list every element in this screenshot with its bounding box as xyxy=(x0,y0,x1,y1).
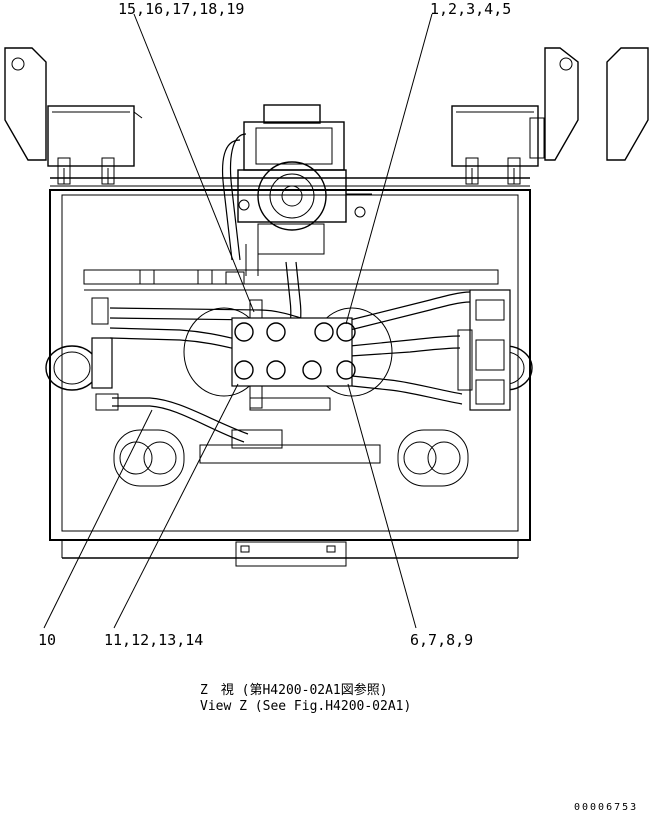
callout-6-9: 6,7,8,9 xyxy=(410,631,473,649)
callout-11-14: 11,12,13,14 xyxy=(104,631,203,649)
main-frame xyxy=(49,177,531,567)
caption-japanese: Z 視 (第H4200-02A1図参照) xyxy=(200,682,388,698)
left-mounting-bracket xyxy=(4,47,47,161)
cross-rails xyxy=(83,269,499,464)
left-housing-box xyxy=(47,105,143,185)
caption-english: View Z (See Fig.H4200-02A1) xyxy=(200,699,411,714)
bottom-right-coil xyxy=(397,429,469,487)
callout-10: 10 xyxy=(38,631,56,649)
central-manifold xyxy=(183,299,393,409)
right-valve-block xyxy=(457,289,533,411)
right-housing-box xyxy=(451,105,545,185)
leader-lines xyxy=(43,13,433,629)
callout-15-19: 15,16,17,18,19 xyxy=(118,0,244,18)
callout-1-5: 1,2,3,4,5 xyxy=(430,0,511,18)
drawing-number: 00006753 xyxy=(574,802,638,813)
right-mounting-bracket xyxy=(544,47,649,161)
bottom-left-coil xyxy=(113,429,185,487)
pump-assembly xyxy=(221,104,372,276)
left-cable-loop xyxy=(45,297,119,411)
